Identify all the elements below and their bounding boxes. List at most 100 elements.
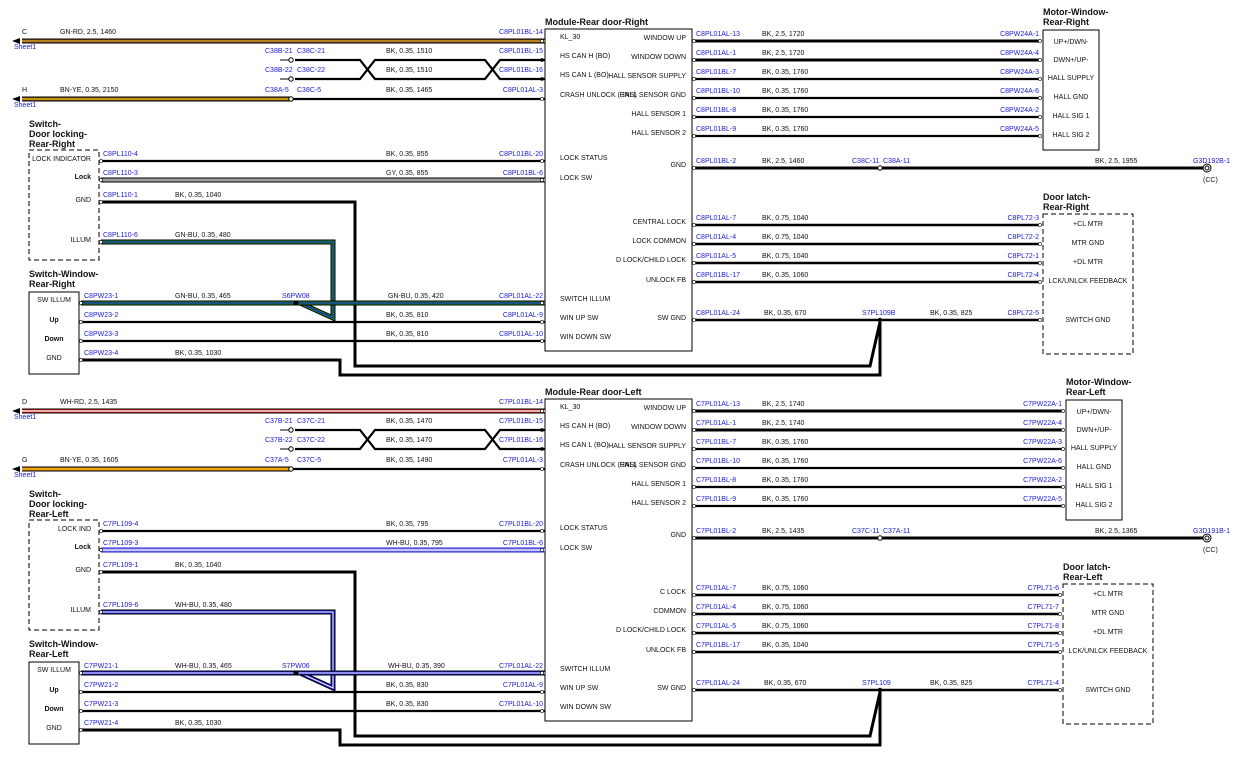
connector-label: C8PL01BL-14 [499,29,543,36]
connector-label: C7PW22A-1 [1023,401,1062,408]
connector-label: C38A-11 [883,158,910,165]
module-pin-right-label: C LOCK [660,589,686,596]
latch-title: Door latch- [1043,192,1091,202]
pin-terminal [1061,447,1065,451]
switch-title: Switch-Window- [29,639,98,649]
motor-title: Rear-Right [1043,17,1089,27]
wire-label: BK, 0.35, 1470 [386,418,432,425]
inline-connector-icon [288,57,294,63]
module-box [544,28,693,352]
module-pin-right-label: SW GND [657,315,686,322]
connector-label: C37C-22 [297,437,325,444]
module-pin-left-label: WIN UP SW [560,685,599,692]
switch-pin-label: LOCK IND [58,526,91,533]
switch-title: Rear-Left [29,649,69,659]
wire-label: BK, 0.35, 1510 [386,67,432,74]
module-pin-left-label: LOCK SW [560,545,593,552]
connector-label: C7PL71-4 [1027,680,1059,687]
module-pin-left-label: SWITCH ILLUM [560,296,610,303]
pin-terminal [1061,428,1065,432]
pin-terminal [692,280,696,284]
module-pin-left-label: SWITCH ILLUM [560,666,610,673]
module-pin-left-label: LOCK STATUS [560,525,608,532]
pin-terminal [99,529,103,533]
connector-label: C8PL110-6 [103,232,138,239]
connector-label: C7PW22A-5 [1023,496,1062,503]
can-high-wire [295,58,545,81]
connector-label: C7PL01AL-7 [696,585,736,592]
wire-label: BK, 0.35, 670 [764,310,807,317]
can-low-wire [295,428,545,451]
module-pin-left-label: LOCK STATUS [560,155,608,162]
switch-title: Switch- [29,489,61,499]
wire-label: GN-BU, 0.35, 480 [175,232,231,239]
wire-label: BK, 2.5, 1720 [762,50,805,57]
pin-terminal [1061,466,1065,470]
switch-title: Door locking- [29,129,87,139]
connector-label: C8PW24A-5 [1000,126,1039,133]
connector-label: C8PL01AL-1 [696,50,736,57]
connector-label: C7PL109-6 [103,602,139,609]
wire-label: WH-BU, 0.35, 465 [175,663,232,670]
wire-label: BK, 2.5, 1955 [1095,158,1138,165]
connector-label: C7PW22A-2 [1023,477,1062,484]
pin-terminal [79,301,83,305]
splice-icon [293,670,299,676]
latch-pin-label: +DL MTR [1093,629,1123,636]
connector-label: C8PW23-4 [84,350,118,357]
sheet-ref: Sheet1 [14,102,36,109]
connector-label: C7PL01AL-1 [696,420,736,427]
connector-label: C38C-5 [297,87,321,94]
connector-label: C37C-21 [297,418,325,425]
connector-label: C8PL01AL-9 [503,312,543,319]
illum-wire-base [101,610,335,691]
wire-label: GN-BU, 0.35, 465 [175,293,231,300]
module-pin-left-label: HS CAN L (BO) [560,442,609,449]
connector-label: C7PL01BL-17 [696,642,740,649]
module-pin-left-label: WIN DOWN SW [560,334,611,341]
connector-label: C7PW21-4 [84,720,118,727]
wire-label: GN-BU, 0.35, 420 [388,293,444,300]
wire-label: BK, 0.75, 1040 [762,234,808,241]
motor-pin-label: HALL SIG 1 [1075,483,1112,490]
pin-terminal [540,690,544,694]
module-pin-right-label: HALL SENSOR SUPPLY [608,73,686,80]
connector-label: C8PL01BL-2 [696,158,736,165]
wire-label: BK, 0.35, 1760 [762,107,808,114]
wire-label: BK, 0.35, 825 [930,310,973,317]
wire-label: BK, 0.35, 1490 [386,457,432,464]
wire-label: BK, 0.35, 1760 [762,88,808,95]
wire-label: BK, 0.35, 1465 [386,87,432,94]
arrow-icon [12,408,20,414]
wire-label: BK, 2.5, 1720 [762,31,805,38]
motor-pin-label: HALL SUPPLY [1048,75,1095,82]
wire-label: GN-RD, 2.5, 1460 [60,29,116,36]
connector-label: C8PL01AL-22 [499,293,543,300]
pin-terminal [1061,409,1065,413]
sheet-ref: Sheet1 [14,414,36,421]
switch-pin-label: Up [49,317,58,324]
module-pin-right-label: D LOCK/CHILD LOCK [616,257,686,264]
module-pin-right-label: HALL SENSOR GND [620,462,686,469]
pin-terminal [692,223,696,227]
splice-label: S7PL109 [862,680,891,687]
pin-terminal [540,548,544,552]
pin-terminal [540,320,544,324]
connector-label: C7PL01BL-9 [696,496,736,503]
connector-label: C7PL01BL-10 [696,458,740,465]
motor-pin-label: UP+/DWN- [1054,39,1089,46]
module-pin-left-label: HS CAN H (BO) [560,423,610,430]
connector-label: C8PL01AL-24 [696,310,740,317]
wire-label: BK, 0.35, 810 [386,312,429,319]
motor-pin-label: DWN+/UP- [1077,427,1112,434]
wire-label: BK, 0.35, 1760 [762,458,808,465]
pin-terminal [1038,96,1042,100]
pin-terminal [540,671,544,675]
splice-icon [877,687,883,693]
module-pin-right-label: WINDOW UP [644,35,687,42]
pin-terminal [99,610,103,614]
pin-terminal [540,39,544,43]
pin-terminal [692,428,696,432]
connector-label: C7PL01AL-22 [499,663,543,670]
